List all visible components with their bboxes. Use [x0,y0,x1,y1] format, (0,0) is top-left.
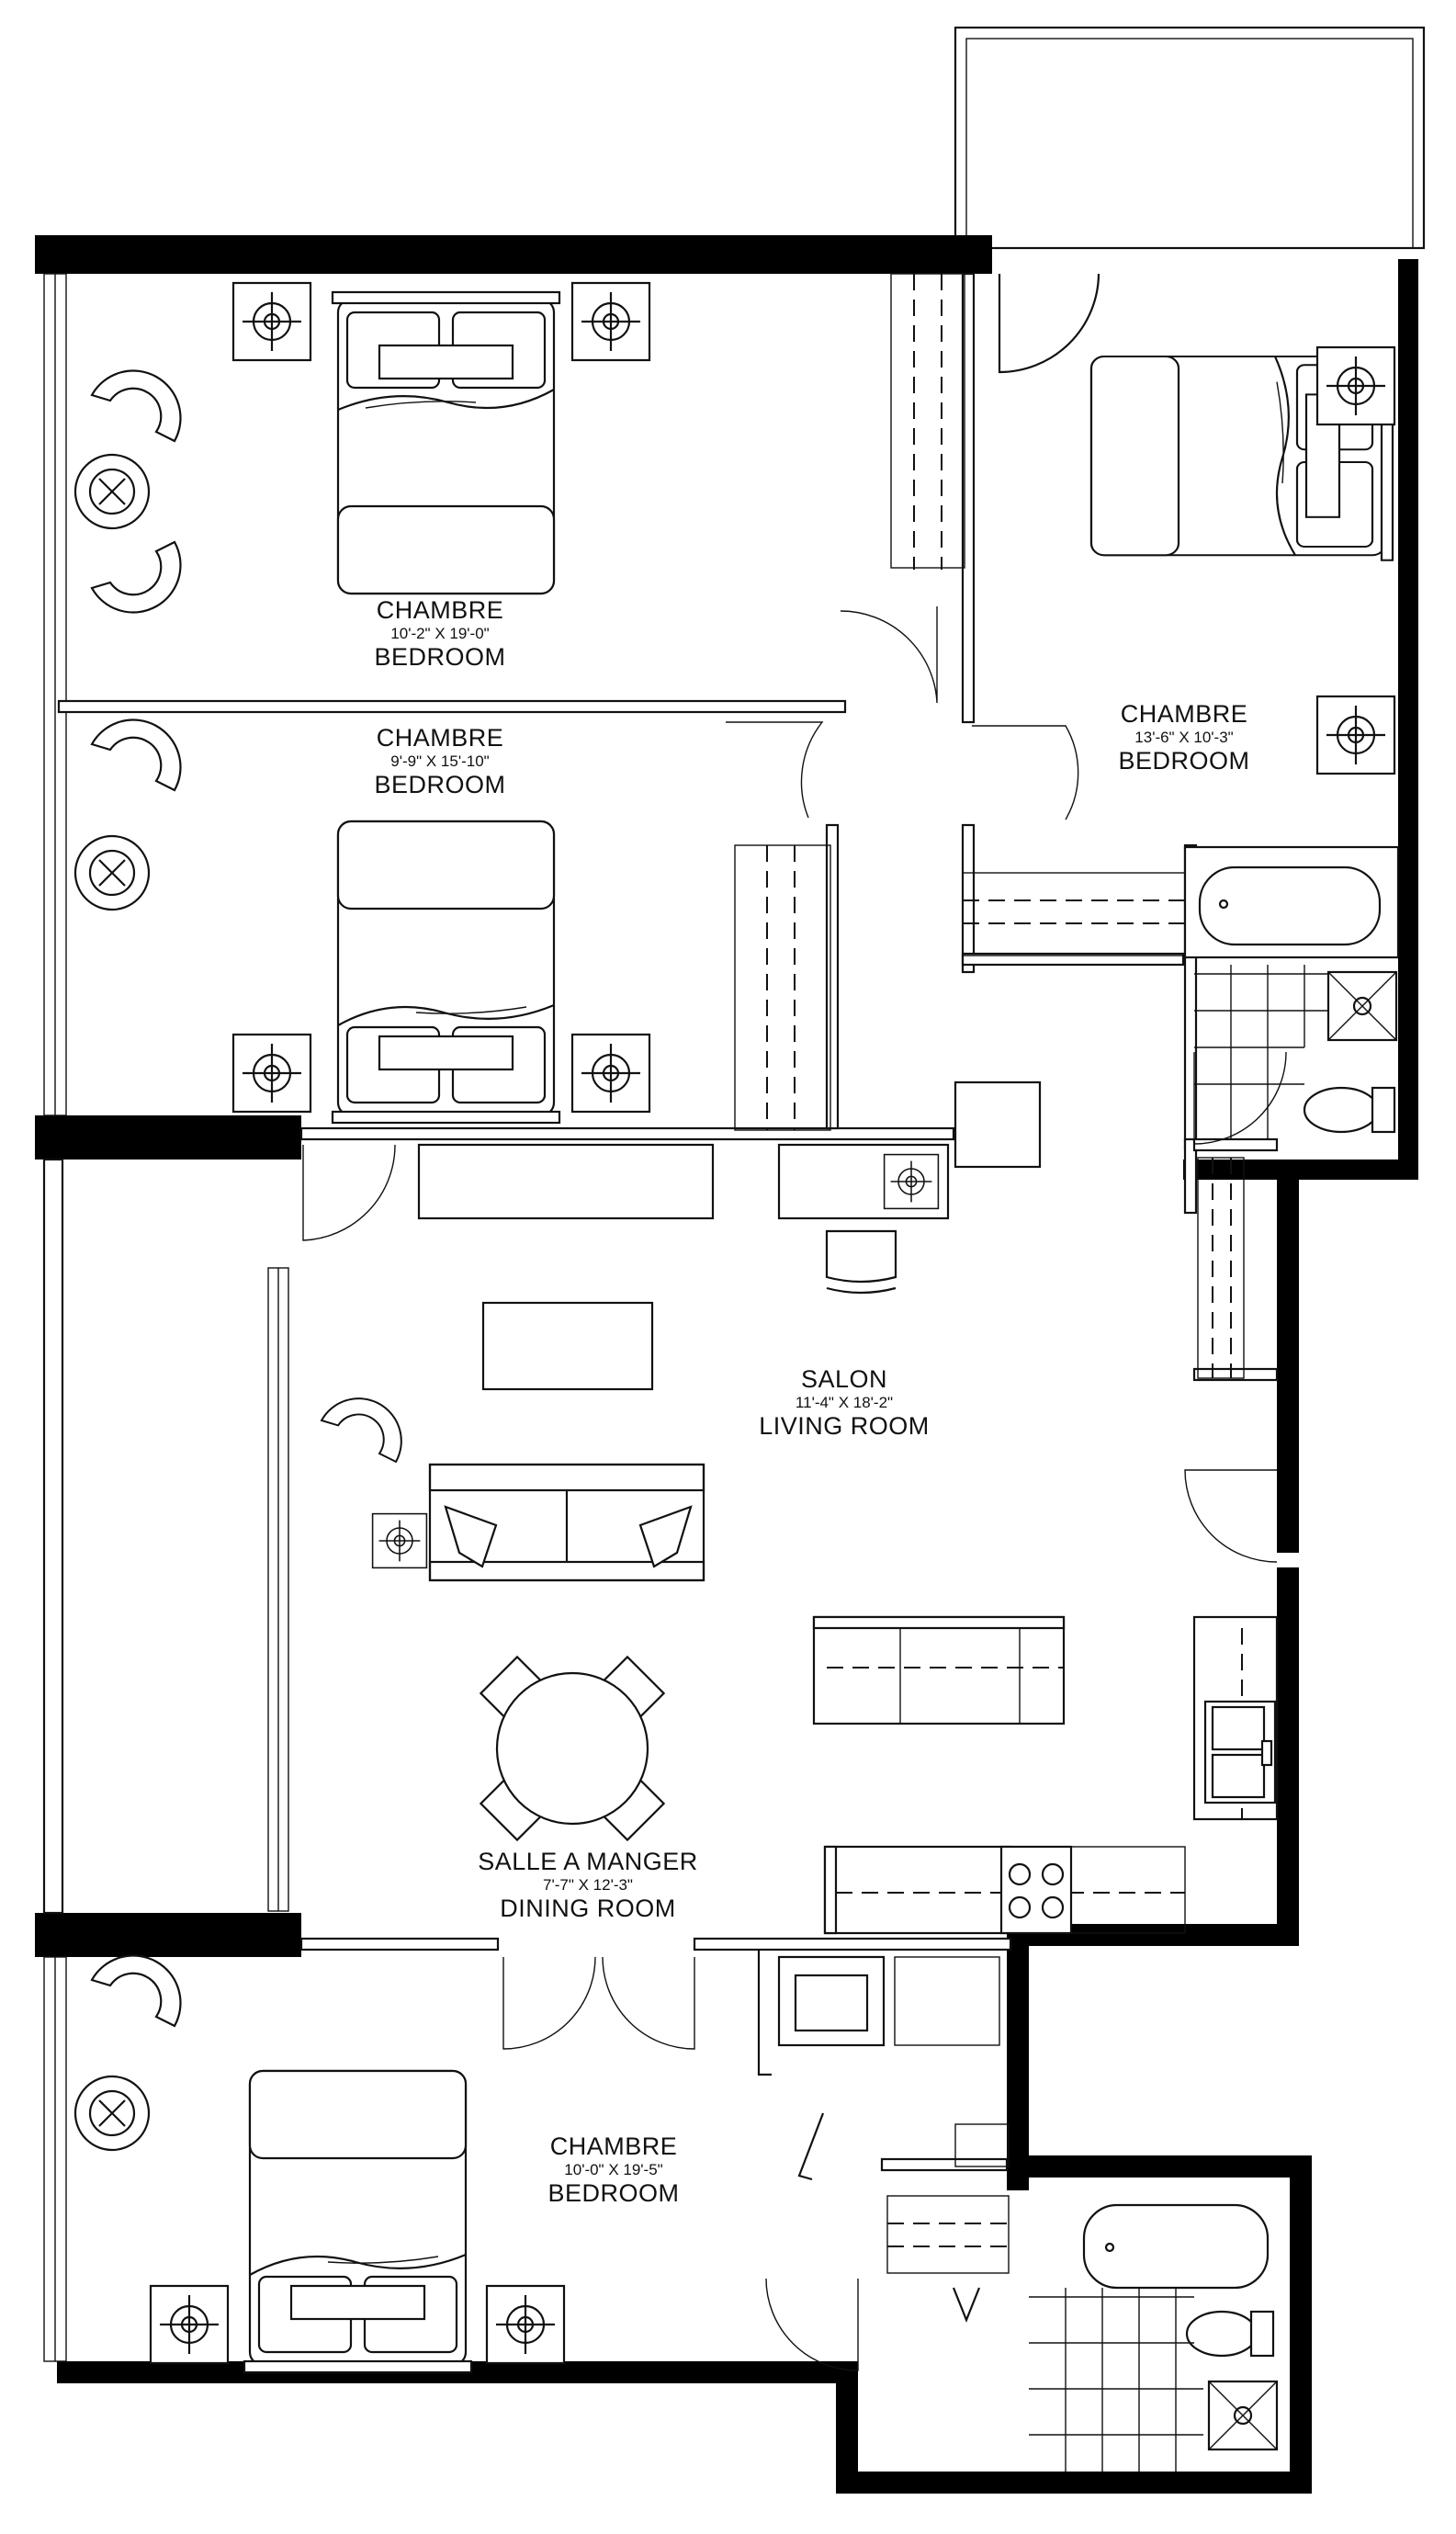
bedroom-4-furniture [73,1954,1010,2372]
room-label-living-room: SALON 11'-4" X 18'-2" LIVING ROOM [759,1366,930,1440]
room-dimensions: 13'-6" X 10'-3" [1134,729,1234,747]
room-name-en: BEDROOM [547,2179,680,2208]
balcony [954,26,1426,250]
room-name-fr: SALLE A MANGER [478,1848,698,1875]
bedroom-1-furniture [73,281,651,614]
room-dimensions: 11'-4" X 18'-2" [795,1394,894,1412]
room-name-en: BEDROOM [1118,747,1250,775]
dining-table [479,1655,666,1842]
kitchen [757,1615,1279,2076]
room-name-fr: SALON [800,1365,888,1393]
bathroom-1 [1183,845,1400,1139]
room-label-bedroom-1: CHAMBRE 10'-2" X 19'-0" BEDROOM [374,597,505,671]
room-dimensions: 10'-0" X 19'-5" [564,2161,663,2179]
room-label-bedroom-2: CHAMBRE 9'-9" X 15'-10" BEDROOM [374,725,505,798]
room-name-en: BEDROOM [374,643,506,672]
exterior-walls [35,235,1418,2494]
room-dimensions: 7'-7" X 12'-3" [543,1876,633,1895]
room-name-fr: CHAMBRE [549,2132,678,2160]
room-name-en: LIVING ROOM [759,1412,930,1441]
room-dimensions: 10'-2" X 19'-0" [390,625,490,643]
room-label-bedroom-4: CHAMBRE 10'-0" X 19'-5" BEDROOM [547,2133,679,2207]
closets [734,273,1245,2274]
room-name-en: DINING ROOM [500,1895,676,1923]
bedroom-2-furniture [73,718,651,1123]
room-dimensions: 9'-9" X 15'-10" [390,752,490,771]
living-furniture [321,1080,1042,1582]
room-label-bedroom-3: CHAMBRE 13'-6" X 10'-3" BEDROOM [1118,701,1249,775]
bathroom-2 [1029,2203,1279,2472]
room-name-fr: CHAMBRE [376,724,504,752]
room-name-fr: CHAMBRE [1120,700,1248,728]
room-name-en: BEDROOM [374,771,506,799]
room-name-fr: CHAMBRE [376,596,504,624]
room-label-dining-room: SALLE A MANGER 7'-7" X 12'-3" DINING ROO… [478,1849,698,1922]
windows [42,273,289,2362]
doors [302,273,1287,2371]
